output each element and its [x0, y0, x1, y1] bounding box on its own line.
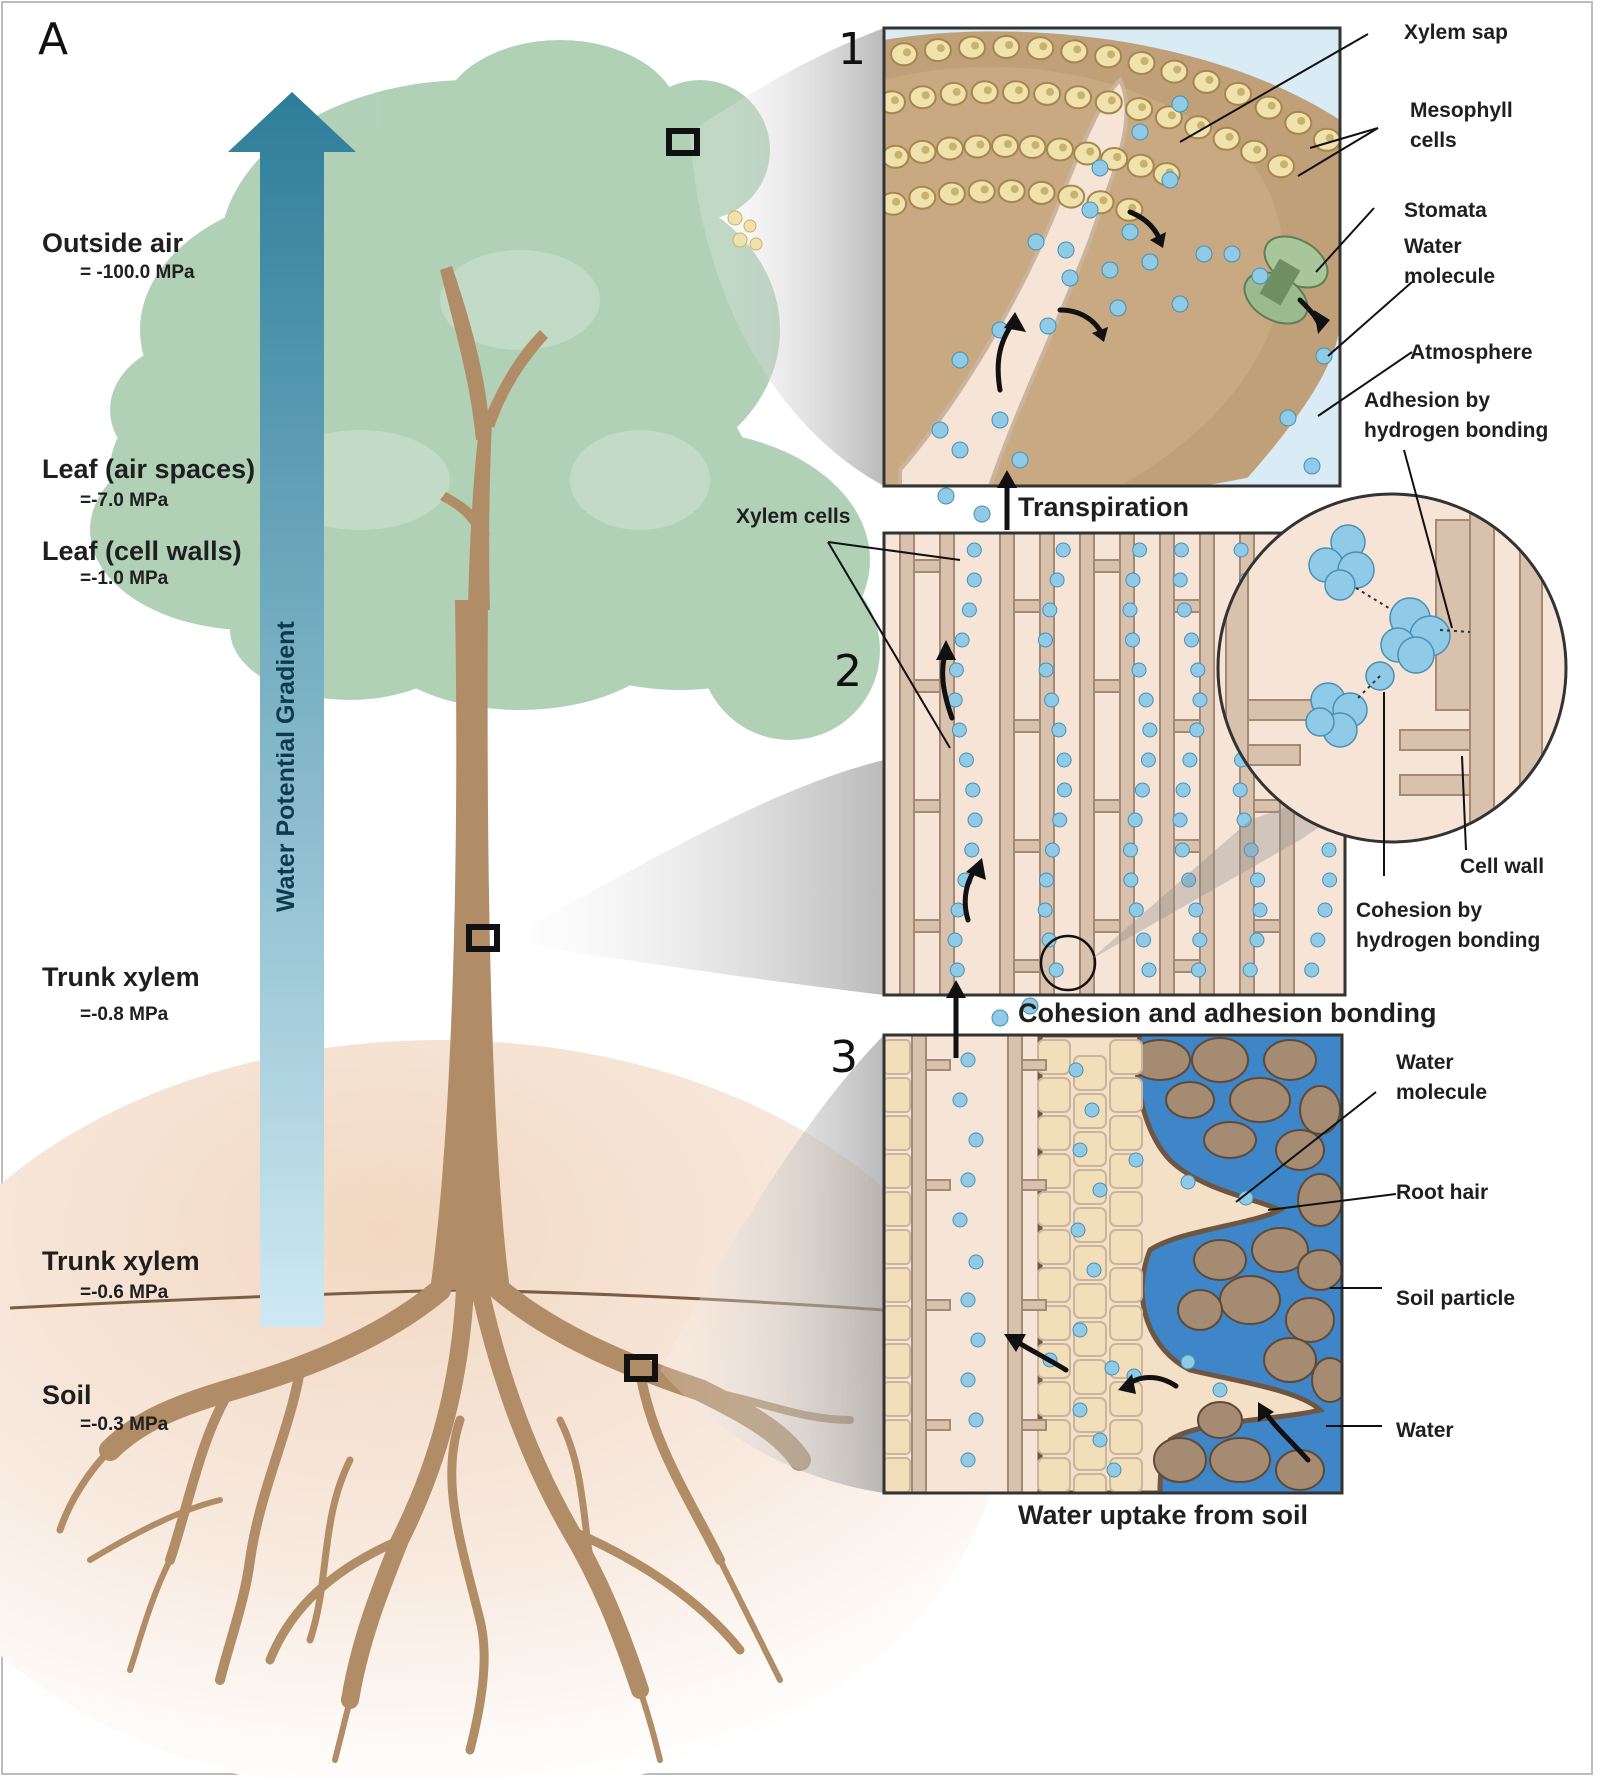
callout-cohesion: Cohesion by hydrogen bonding [1356, 899, 1541, 952]
label-trunk-xylem-upper: Trunk xylem [42, 962, 200, 992]
callout-soil-particle: Soil particle [1396, 1287, 1516, 1310]
water-potential-gradient-label: Water Potential Gradient [272, 621, 300, 912]
callout-water-molecule-top: Water molecule [1404, 235, 1496, 288]
value-outside-air: = -100.0 MPa [80, 262, 195, 283]
figure-letter: A [38, 14, 69, 65]
label-leaf-cell-walls: Leaf (cell walls) [42, 536, 242, 566]
callout-atmosphere: Atmosphere [1410, 341, 1533, 364]
label-soil: Soil [42, 1380, 92, 1410]
callout-stomata: Stomata [1404, 199, 1487, 222]
caption-cohesion-adhesion: Cohesion and adhesion bonding [1018, 998, 1437, 1028]
label-outside-air: Outside air [42, 228, 184, 258]
value-soil: =-0.3 MPa [80, 1414, 169, 1435]
value-leaf-cell-walls: =-1.0 MPa [80, 568, 169, 589]
callout-water: Water [1396, 1419, 1454, 1442]
callout-xylem-sap: Xylem sap [1404, 21, 1508, 44]
callout-root-hair: Root hair [1396, 1181, 1489, 1204]
callout-xylem-cells: Xylem cells [736, 505, 851, 528]
value-leaf-air-spaces: =-7.0 MPa [80, 490, 169, 511]
label-trunk-xylem-lower: Trunk xylem [42, 1246, 200, 1276]
panel-number-2: 2 [834, 646, 862, 697]
panel-number-1: 1 [838, 24, 866, 75]
callout-water-molecule-root: Water molecule [1396, 1051, 1488, 1104]
callout-mesophyll-cells: Mesophyll cells [1410, 99, 1513, 152]
callout-cell-wall: Cell wall [1460, 855, 1545, 878]
callout-adhesion: Adhesion by hydrogen bonding [1364, 389, 1549, 442]
label-leaf-air-spaces: Leaf (air spaces) [42, 454, 256, 484]
caption-water-uptake: Water uptake from soil [1018, 1500, 1309, 1530]
value-trunk-xylem-lower: =-0.6 MPa [80, 1282, 169, 1303]
value-trunk-xylem-upper: =-0.8 MPa [80, 1004, 169, 1025]
panel-number-3: 3 [830, 1032, 858, 1083]
caption-transpiration: Transpiration [1018, 492, 1190, 522]
